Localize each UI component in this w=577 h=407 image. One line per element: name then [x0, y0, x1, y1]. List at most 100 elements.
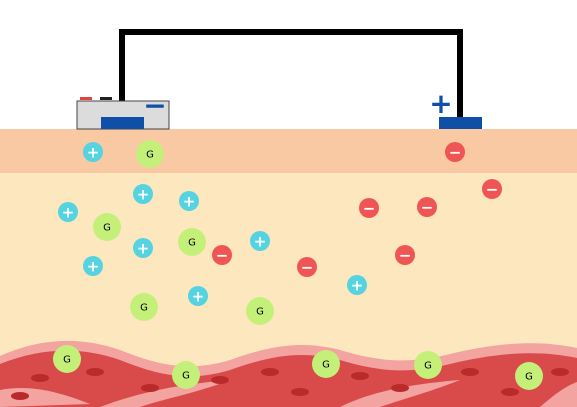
cation-ion: +	[83, 142, 103, 162]
red-blood-cell	[31, 374, 49, 382]
anion-ion: −	[445, 142, 465, 162]
anion-ion-circle	[482, 179, 502, 199]
cathode-electrode	[101, 117, 144, 129]
cation-ion: +	[58, 202, 78, 222]
anion-ion-symbol: −	[301, 258, 314, 276]
glucose-molecule-circle	[312, 350, 340, 378]
glucose-molecule: G	[178, 228, 206, 256]
anion-ion-circle	[359, 198, 379, 218]
glucose-molecule-symbol: G	[256, 307, 264, 318]
anion-ion-circle	[395, 245, 415, 265]
anion-ion-symbol: −	[421, 198, 434, 216]
glucose-molecule-symbol: G	[424, 361, 432, 372]
red-indicator	[80, 97, 92, 100]
blood-vessel	[0, 340, 577, 407]
cation-ion: +	[347, 275, 367, 295]
anode-electrode	[439, 117, 482, 129]
glucose-molecule-symbol: G	[146, 150, 154, 161]
glucose-molecule-circle	[414, 351, 442, 379]
anion-ion-circle	[212, 245, 232, 265]
anode-symbol: +	[429, 87, 452, 120]
glucose-molecule-symbol: G	[140, 303, 148, 314]
glucose-molecule: G	[312, 350, 340, 378]
anion-ion-symbol: −	[363, 199, 376, 217]
cation-ion-symbol: +	[254, 232, 267, 250]
glucose-molecule: G	[246, 297, 274, 325]
glucose-molecule-circle	[136, 140, 164, 168]
red-blood-cells	[11, 368, 569, 400]
glucose-molecule: G	[414, 351, 442, 379]
cation-ion-symbol: +	[87, 257, 100, 275]
cation-ion: +	[179, 191, 199, 211]
cation-ion: +	[250, 231, 270, 251]
glucose-molecule-symbol: G	[182, 371, 190, 382]
cation-ion-circle	[83, 256, 103, 276]
red-blood-cell	[86, 368, 104, 376]
glucose-molecule-circle	[53, 345, 81, 373]
red-blood-cell	[461, 368, 479, 376]
anode-assembly: +	[429, 87, 482, 129]
cation-ion-symbol: +	[351, 276, 364, 294]
glucose-molecule-circle	[246, 297, 274, 325]
red-blood-cell	[11, 392, 29, 400]
connecting-wire	[119, 29, 463, 122]
anion-ion-symbol: −	[449, 143, 462, 161]
cation-ion-symbol: +	[87, 143, 100, 161]
red-blood-cell	[391, 384, 409, 392]
red-blood-cell	[351, 372, 369, 380]
glucose-molecule: G	[515, 362, 543, 390]
cation-ion-circle	[347, 275, 367, 295]
anion-ion-symbol: −	[399, 246, 412, 264]
glucose-molecule-circle	[130, 293, 158, 321]
cation-ion-symbol: +	[137, 185, 150, 203]
black-indicator	[100, 97, 112, 100]
cation-ion-symbol: +	[137, 239, 150, 257]
vessel-branch	[540, 382, 577, 407]
cation-ion: +	[133, 238, 153, 258]
glucose-molecule-symbol: G	[525, 372, 533, 383]
anion-ion-circle	[297, 257, 317, 277]
vessel-branch	[340, 380, 460, 407]
red-blood-cell	[211, 376, 229, 384]
cation-ion-circle	[250, 231, 270, 251]
glucose-molecule-circle	[178, 228, 206, 256]
anion-ion-symbol: −	[216, 246, 229, 264]
cation-ion-symbol: +	[192, 287, 205, 305]
anion-ion: −	[297, 257, 317, 277]
glucose-molecule: G	[136, 140, 164, 168]
glucose-molecule: G	[93, 213, 121, 241]
anion-ion: −	[417, 197, 437, 217]
anion-ion: −	[359, 198, 379, 218]
iontophoresis-device: −	[76, 89, 170, 130]
anion-ion: −	[482, 179, 502, 199]
cation-ion: +	[83, 256, 103, 276]
cation-ion-symbol: +	[62, 203, 75, 221]
cation-ion-circle	[83, 142, 103, 162]
cation-ion: +	[188, 286, 208, 306]
cation-ion-circle	[133, 184, 153, 204]
cation-ion-circle	[58, 202, 78, 222]
cation-ion-circle	[188, 286, 208, 306]
particles-layer: G G G G G G G G G G + + + + + + + + + − − − − − − −	[53, 140, 543, 390]
anion-ion-circle	[417, 197, 437, 217]
glucose-molecule-symbol: G	[103, 223, 111, 234]
cation-ion: +	[133, 184, 153, 204]
glucose-molecule-symbol: G	[188, 238, 196, 249]
blood-flow	[0, 350, 577, 407]
glucose-molecule-symbol: G	[322, 360, 330, 371]
red-blood-cell	[141, 384, 159, 392]
red-blood-cell	[291, 388, 309, 396]
vessel-branch	[100, 380, 230, 407]
glucose-molecule: G	[172, 361, 200, 389]
cathode-symbol: −	[143, 89, 166, 122]
glucose-molecule-circle	[515, 362, 543, 390]
anion-ion: −	[212, 245, 232, 265]
glucose-molecule: G	[53, 345, 81, 373]
red-blood-cell	[261, 368, 279, 376]
glucose-molecule: G	[130, 293, 158, 321]
anion-ion: −	[395, 245, 415, 265]
red-blood-cell	[551, 368, 569, 376]
cation-ion-symbol: +	[183, 192, 196, 210]
